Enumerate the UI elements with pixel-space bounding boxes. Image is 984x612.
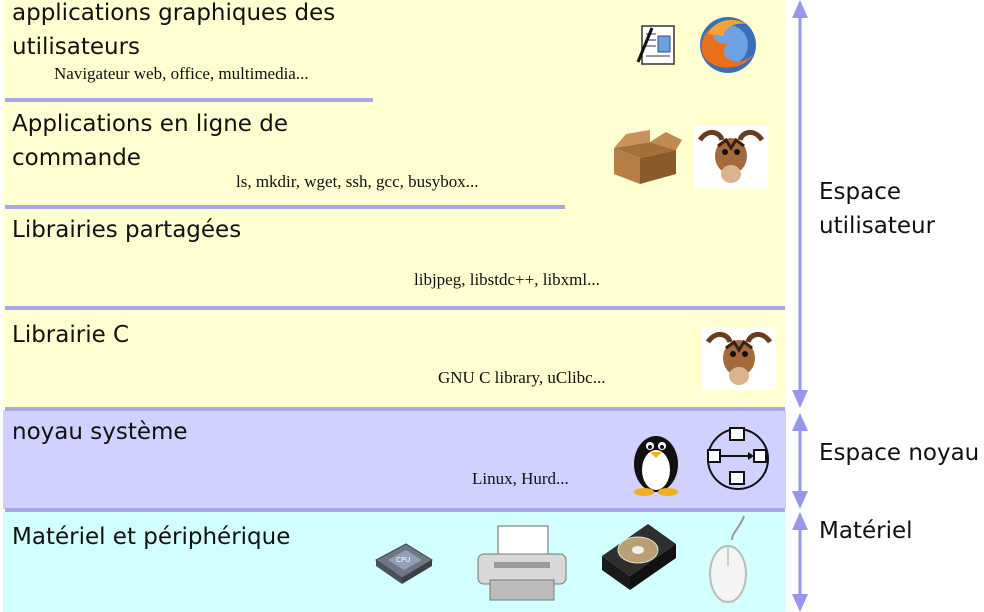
layer-subtitle-graphical-apps: Navigateur web, office, multimedia... bbox=[54, 64, 309, 83]
separator-line bbox=[5, 98, 373, 102]
layer-title-line: utilisateurs bbox=[12, 34, 141, 60]
layer-title-cli-apps: Applications en ligne de commande bbox=[12, 107, 288, 175]
text-editor-icon bbox=[636, 25, 675, 65]
cardboard-box-icon bbox=[614, 130, 682, 184]
layer-subtitle-kernel: Linux, Hurd... bbox=[472, 469, 569, 488]
layer-subtitle-c-library: GNU C library, uClibc... bbox=[438, 368, 606, 387]
firefox-icon bbox=[700, 17, 756, 73]
layer-title-line: Librairie C bbox=[12, 322, 130, 348]
layer-title-line: commande bbox=[12, 145, 141, 171]
side-label-line: utilisateur bbox=[819, 213, 936, 239]
layer-subtitle-cli-apps: ls, mkdir, wget, ssh, gcc, busybox... bbox=[236, 172, 479, 191]
layer-title-kernel: noyau système bbox=[12, 415, 188, 449]
gnu-gnu-icon bbox=[702, 328, 776, 390]
separator-line bbox=[5, 205, 565, 209]
printer-icon bbox=[477, 525, 567, 601]
network-nodes-icon bbox=[707, 427, 769, 490]
layer-subtitle-shared-libs: libjpeg, libstdc++, libxml... bbox=[414, 270, 600, 289]
side-label-kernel-space: Espace noyau bbox=[819, 440, 980, 466]
side-label-user-space: Espace utilisateur bbox=[819, 175, 935, 243]
layer-title-line: noyau système bbox=[12, 419, 188, 445]
svg-text:CPU: CPU bbox=[396, 556, 410, 564]
separator-line bbox=[5, 508, 785, 512]
layer-title-line: Matériel et périphérique bbox=[12, 524, 291, 550]
separator-line bbox=[5, 306, 785, 310]
layer-title-line: Librairies partagées bbox=[12, 217, 242, 243]
mouse-icon bbox=[709, 515, 747, 603]
layer-title-hardware: Matériel et périphérique bbox=[12, 520, 290, 554]
user-space-arrow bbox=[792, 0, 808, 408]
layer-title-shared-libs: Librairies partagées bbox=[12, 213, 241, 247]
side-label-line: Espace bbox=[819, 179, 902, 205]
gnu-gnu-icon bbox=[694, 126, 768, 188]
hardware-arrow bbox=[792, 512, 808, 612]
kernel-space-arrow bbox=[792, 413, 808, 509]
separator-line bbox=[5, 407, 785, 411]
side-label-hardware: Matériel bbox=[819, 518, 913, 544]
layer-title-line: applications graphiques des bbox=[12, 0, 336, 26]
layer-title-c-library: Librairie C bbox=[12, 318, 129, 352]
tux-penguin-icon bbox=[634, 436, 678, 496]
layer-title-line: Applications en ligne de bbox=[12, 111, 289, 137]
user-space-band bbox=[3, 0, 786, 407]
cpu-chip-icon: CPU bbox=[375, 543, 433, 584]
layer-title-graphical-apps: applications graphiques des utilisateurs bbox=[12, 0, 335, 64]
hard-drive-icon bbox=[602, 524, 676, 590]
